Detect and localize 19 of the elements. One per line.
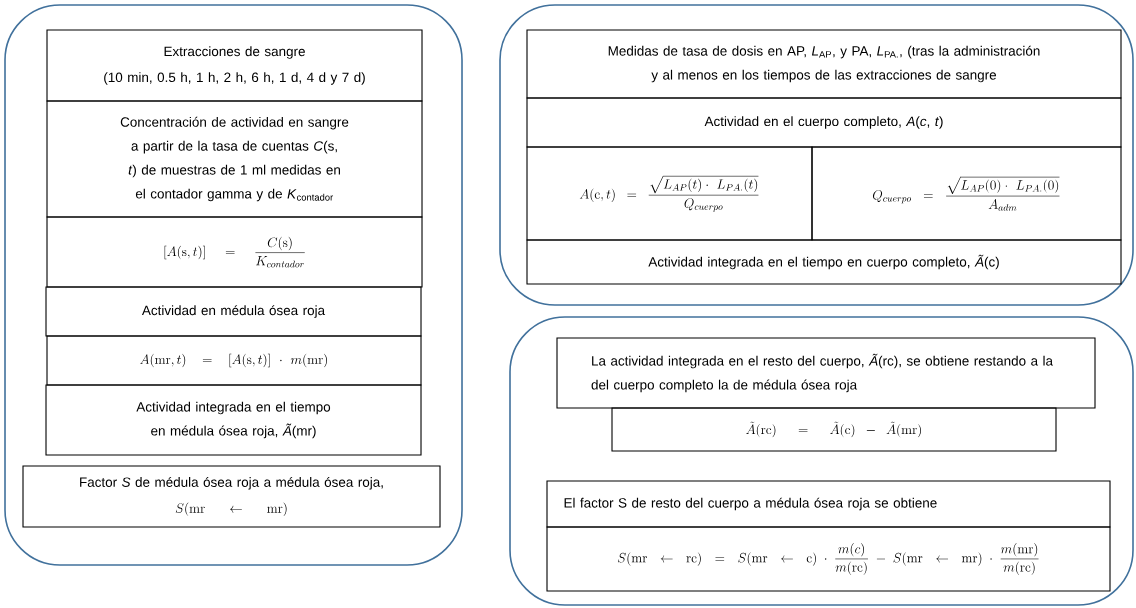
- panel-frame: [509, 316, 1134, 606]
- process-box: Extracciones de sangre (10 min, 0.5 h, 1 h, 2 h, 6 h, 1 d, 4 d y 7 d): [46, 29, 423, 102]
- process-box: Actividad en médula ósea roja: [45, 286, 422, 337]
- process-box: Actividad integrada en el tiempo en médula ósea roja, Ã(mr): [45, 384, 422, 456]
- process-box: Medidas de tasa de dosis en AP, L$_{AP}$, y PA, L$_{PA.}$, (tras la administración y al menos en los tiempos de las extracciones de sangre: [526, 29, 1122, 99]
- formula-box: $A(\mathrm{mr},t) = [A(\mathrm{s},t)]\cdot m(\mathrm{mr})$: [46, 335, 422, 386]
- process-box: El factor S de resto del cuerpo a médula ósea roja se obtiene: [546, 480, 1111, 528]
- process-box: La actividad integrada en el resto del cuerpo, Ã(rc), se obtiene restando a la del cuerpo completo la de médula ósea roja: [556, 337, 1096, 409]
- formula-box: $A(\mathrm{c},t) = \frac{\sqrt{L_{AP}(t)\cdot\ L_{PA.}(t)}}{Q_{cuerpo}}$: [526, 146, 813, 241]
- formula-box: $\tilde{A}(\mathrm{rc}) = \tilde{A}(\mathrm{c}) - \tilde{A}(\mathrm{mr})$: [611, 407, 1057, 452]
- formula-box: $Q_{cuerpo} = \frac{\sqrt{L_{AP}(0)\cdot\ L_{PA.}(0)}}{A_{adm}}$: [811, 146, 1122, 241]
- process-box: Concentración de actividad en sangre a partir de la tasa de cuentas C(s, t) de muestras de 1 ml medidas en el contador gamma y de K$_{contador}$: [46, 100, 423, 218]
- process-box: Actividad integrada en el tiempo en cuerpo completo, Ã(c): [526, 239, 1122, 285]
- formula-box: $[A(\mathrm{s},t)] = \frac{C(\mathrm{s})}{K_{contador}}$: [46, 216, 423, 288]
- panel-frame: [4, 4, 463, 566]
- formula-box: $S(\mathrm{mr} \leftarrow \mathrm{rc}) = S(\mathrm{mr} \leftarrow \mathrm{c}) \cdot \frac{m(c)}{m(\mathrm{rc})} - S(\mathrm{mr} \leftarrow \mathrm{mr}) \cdot \frac{m(\mathrm{mr})}{m(\mathrm{rc})}$: [546, 526, 1111, 592]
- process-box: Actividad en el cuerpo completo, A(c, t): [526, 97, 1122, 148]
- panel-frame: [499, 4, 1134, 306]
- process-box: Factor S de médula ósea roja a médula ósea roja, $S(\mathrm{mr} \leftarrow \mathrm{mr})$: [22, 465, 441, 528]
